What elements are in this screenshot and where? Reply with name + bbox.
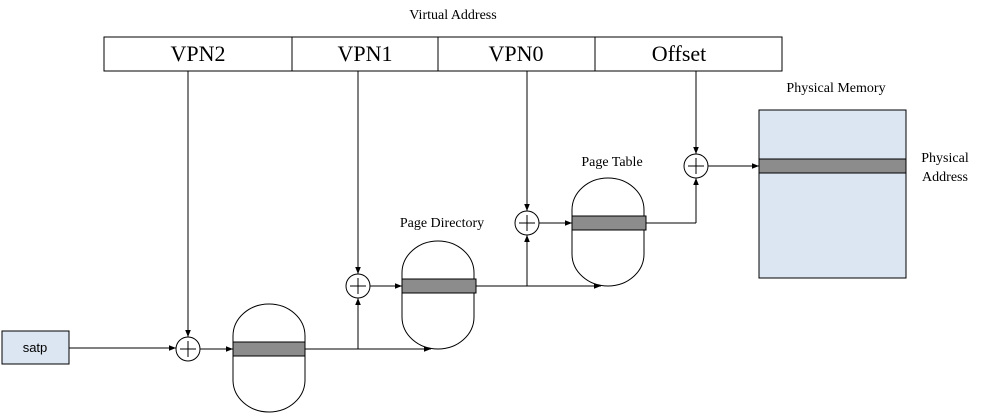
page-table (571, 177, 647, 287)
field-vpn1: VPN1 (337, 41, 392, 66)
adder-level1 (345, 273, 371, 299)
field-vpn0: VPN0 (488, 41, 543, 66)
virtual-address-bar: VPN2 VPN1 VPN0 Offset (103, 36, 783, 72)
connectors (69, 71, 759, 352)
adder-level2 (175, 336, 201, 362)
physical-address-label-line1: Physical (921, 151, 969, 166)
physical-memory (758, 109, 907, 279)
adder-level0 (514, 210, 540, 236)
root-page-table (232, 303, 306, 413)
adder-offset (683, 153, 709, 179)
page-table-label: Page Table (581, 155, 642, 170)
field-offset: Offset (652, 41, 707, 66)
physical-memory-label: Physical Memory (786, 81, 885, 96)
page-directory (401, 240, 477, 350)
virtual-address-title: Virtual Address (409, 8, 496, 23)
physical-address-label-line2: Address (922, 170, 968, 185)
satp-label: satp (23, 340, 48, 355)
field-vpn2: VPN2 (170, 41, 225, 66)
page-directory-label: Page Directory (400, 216, 484, 231)
satp-register: satp (1, 330, 70, 365)
